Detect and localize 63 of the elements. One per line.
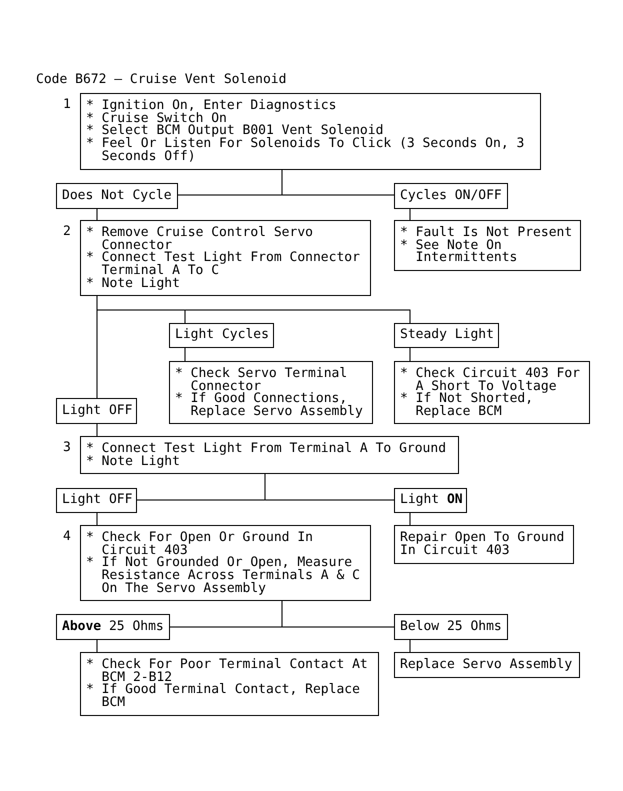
action-text: Repair Open To Ground In Circuit 403 [400,532,566,558]
condition-text: Light ON [400,494,463,507]
instruction-text: * Connect Test Light From Terminal A To Ground [86,443,448,456]
condition-text: Cycles ON/OFF [400,190,503,202]
action-box [394,361,590,424]
action-box [80,652,379,716]
action-text: * Check Servo Terminal Connector [175,368,348,394]
condition-text: Does Not Cycle [62,190,173,202]
condition-box [56,614,170,640]
condition-text: Light Cycles [175,329,270,342]
condition-box [394,488,467,513]
connector-line [264,474,394,500]
action-text: * Check For Poor Terminal Contact At BCM 2-B12 [86,659,369,684]
condition-box [394,183,508,209]
connector-line [96,424,98,436]
condition-box [56,183,178,209]
step-number: 3 [63,442,71,455]
step-number: 4 [63,531,71,544]
action-box [394,652,580,678]
condition-box [169,323,274,348]
step-box [80,436,459,474]
connector-line [184,348,186,362]
connector-line [282,170,394,196]
instruction-text: * Check For Open Or Ground In Circuit 403 [86,532,313,558]
instruction-text: * Cruise Switch On [86,112,227,126]
instruction-text: * Select BCM Output B001 Vent Solenoid [86,125,384,138]
instruction-text: * Note Light [86,456,181,468]
condition-text: Light OFF [62,494,133,507]
action-text: * If Not Shorted, Replace BCM [400,393,534,419]
action-text: * Fault Is Not Present [400,227,574,240]
step-box [80,93,541,170]
condition-text: Above 25 Ohms [62,620,165,634]
step-number: 1 [63,99,71,112]
condition-box [394,614,508,640]
step-box [80,525,371,601]
action-text: * If Good Terminal Contact, Replace BCM [86,684,361,710]
condition-box [394,323,499,348]
condition-box [56,398,137,424]
condition-text: Below 25 Ohms [400,620,503,634]
diagram-title: Code B672 – Cruise Vent Solenoid [36,74,286,87]
action-box [394,525,574,564]
action-text: * Check Circuit 403 For A Short To Voltage [400,368,582,394]
action-box [394,220,581,271]
condition-box [56,488,137,513]
instruction-text: * Ignition On, Enter Diagnostics [86,100,338,113]
condition-text: Steady Light [400,329,495,342]
connector-line [96,640,98,652]
instruction-text: * Remove Cruise Control Servo Connector [86,227,313,252]
connector-line [96,512,98,526]
step-number: 2 [63,226,71,239]
connector-line [96,208,98,220]
connector-line [96,296,98,398]
instruction-text: * Connect Test Light From Connector Terminal A To C [86,252,361,278]
action-text: Replace Servo Assembly [400,658,574,672]
action-text: * See Note On Intermittents [400,240,518,266]
action-text: * If Good Connections, Replace Servo Assembly [175,393,364,419]
action-box [169,361,373,424]
connector-line [282,600,394,628]
condition-text: Light OFF [62,404,133,418]
instruction-text: * If Not Grounded Or Open, Measure Resistance Across Terminals A & C On The Servo Assembly [86,557,361,596]
instruction-text: * Feel Or Listen For Solenoids To Click (3 Seconds On, 3 Seconds Off) [86,138,526,164]
instruction-text: * Note Light [86,278,181,291]
step-box [80,220,371,296]
